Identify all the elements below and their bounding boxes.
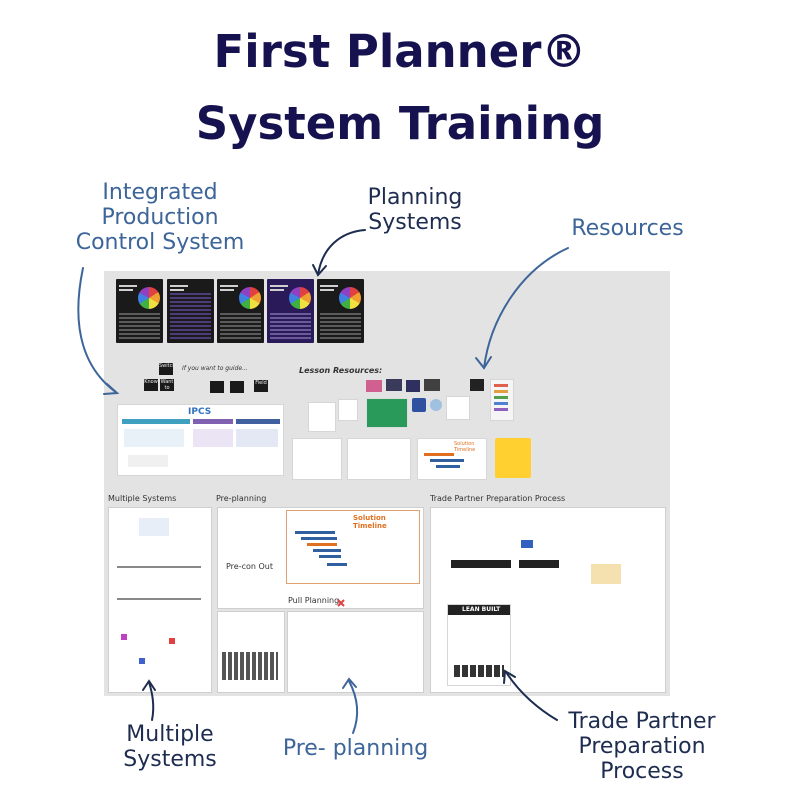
section-label-multiple: Multiple Systems: [108, 494, 177, 503]
resource-thumb-4[interactable]: [424, 379, 440, 391]
trade-partner-frame[interactable]: LEAN BUILT: [430, 507, 666, 693]
resources-callout: Resources: [571, 216, 684, 241]
page-title-line2: System Training: [195, 97, 605, 150]
whiteboard-canvas[interactable]: Switch If you want to guide... Know Want…: [104, 271, 670, 696]
planning-poster-5[interactable]: [317, 279, 364, 343]
page-title-line1: First Planner®: [213, 25, 587, 78]
want-button[interactable]: Want to: [160, 379, 174, 391]
section-label-preplanning: Pre-planning: [216, 494, 267, 503]
resource-thumb-3[interactable]: [406, 380, 420, 392]
pull-planning-marker: [337, 599, 345, 607]
planning-poster-4[interactable]: [267, 279, 314, 343]
integrated-callout: Integrated Production Control System: [60, 180, 260, 255]
dark-button-5[interactable]: [230, 381, 244, 393]
solution-timeline-large[interactable]: Solution Timeline: [286, 510, 420, 584]
planning-callout: Planning Systems: [350, 185, 480, 235]
resource-thumb-1[interactable]: [366, 380, 382, 392]
resource-thumb-2[interactable]: [386, 379, 402, 391]
solution-timeline-thumb[interactable]: Solution Timeline: [417, 438, 487, 480]
ipcs-diagram[interactable]: IPCS: [117, 404, 284, 476]
resource-thumb-5[interactable]: [412, 398, 426, 412]
resource-doc-2[interactable]: [338, 399, 358, 421]
multiple-callout: Multiple Systems: [105, 722, 235, 772]
diagram-thumb-2[interactable]: [347, 438, 411, 480]
resource-doc-3[interactable]: [446, 396, 470, 420]
multiple-systems-frame[interactable]: [108, 507, 212, 693]
preplanning-frame-2[interactable]: [217, 611, 285, 693]
pull-planning-frame[interactable]: [287, 611, 424, 693]
planning-line2: Systems: [368, 210, 462, 235]
section-label-trade: Trade Partner Preparation Process: [430, 494, 566, 503]
planning-line1: Planning: [367, 185, 463, 210]
pull-planning-text: Pull Planning: [288, 596, 340, 605]
resource-thumb-6[interactable]: [430, 399, 442, 411]
multiple-line2: Systems: [123, 747, 217, 772]
resource-thumb-7[interactable]: [470, 379, 484, 391]
diagram-thumb-1[interactable]: [292, 438, 342, 480]
preplanning-callout: Pre- planning: [282, 736, 429, 761]
miro-icon[interactable]: [495, 438, 531, 478]
know-button[interactable]: Know: [144, 379, 158, 391]
trade-line2: Preparation: [578, 734, 706, 759]
preplanning-frame[interactable]: Pre-con Out Solution Timeline Pull Plann…: [217, 507, 424, 609]
resource-doc-1[interactable]: [308, 402, 336, 432]
field-button[interactable]: Field: [254, 380, 268, 392]
dark-button-4[interactable]: [210, 381, 224, 393]
switch-button[interactable]: Switch: [159, 363, 176, 375]
integrated-line3: Control System: [75, 230, 245, 255]
integrated-line1: Integrated: [102, 180, 218, 205]
multiple-line1: Multiple: [126, 722, 214, 747]
lesson-resources-label: Lesson Resources:: [299, 366, 383, 375]
pre-con-out-text: Pre-con Out: [226, 562, 274, 571]
planning-poster-2[interactable]: [167, 279, 214, 343]
trade-callout: Trade Partner Preparation Process: [547, 709, 737, 784]
ipcs-logo: IPCS: [188, 407, 212, 417]
integrated-line2: Production: [101, 205, 219, 230]
planning-poster-3[interactable]: [217, 279, 264, 343]
if-you-want-text: If you want to guide...: [182, 365, 248, 372]
planning-poster-1[interactable]: [116, 279, 163, 343]
trade-line1: Trade Partner: [568, 709, 716, 734]
trade-line3: Process: [600, 759, 684, 784]
lean-built-doc[interactable]: LEAN BUILT: [447, 604, 511, 686]
resource-video[interactable]: [366, 398, 408, 428]
resource-list[interactable]: [490, 379, 514, 421]
